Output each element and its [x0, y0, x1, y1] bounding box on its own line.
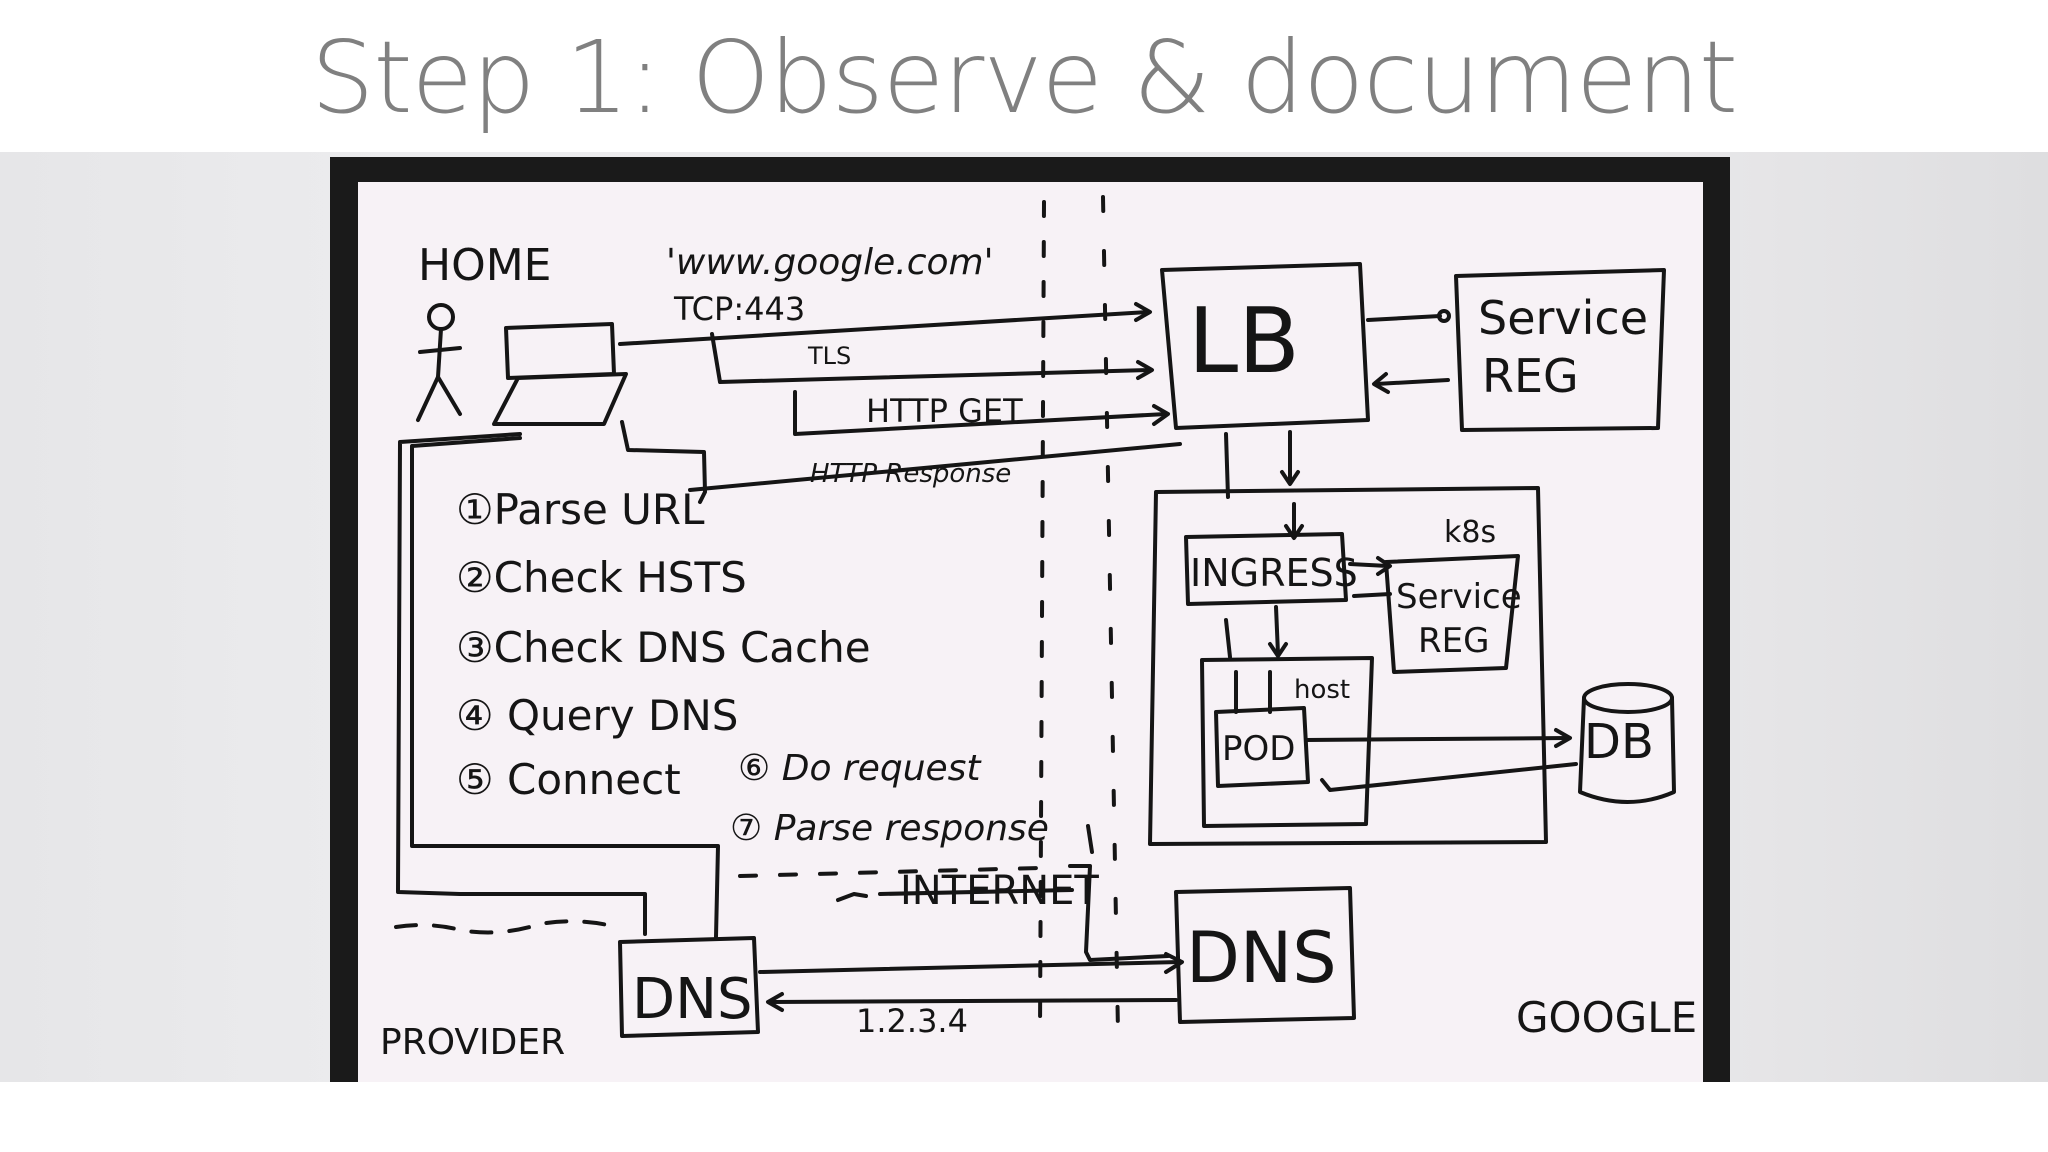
- internet-boundary-1: [1038, 200, 1046, 1034]
- step-5: ⑤ Connect: [456, 755, 681, 804]
- pod-box: [1214, 706, 1310, 788]
- provider-dns-box: [618, 936, 760, 1038]
- url-label: 'www.google.com': [666, 242, 994, 283]
- service-reg-label-2: REG: [1482, 349, 1579, 403]
- k8s-cluster-box: [1148, 486, 1548, 846]
- protocol-label: TCP:443: [673, 290, 805, 328]
- db-cylinder: [1578, 682, 1676, 804]
- step-6: ⑥ Do request: [738, 748, 982, 789]
- host-label: host: [1294, 675, 1350, 705]
- tcp-arrow: [618, 310, 1150, 346]
- http-get-label: HTTP GET: [866, 392, 1023, 430]
- k8s-service-reg-box: [1384, 554, 1520, 674]
- http-get-arrow: [793, 390, 1168, 436]
- service-reg-box: [1454, 268, 1666, 432]
- lb-label: LB: [1188, 289, 1300, 394]
- k8s-service-label-1: Service: [1396, 577, 1522, 617]
- step-7: ⑦ Parse response: [730, 808, 1049, 849]
- board-surface: [358, 182, 1703, 1082]
- step-4: ④ Query DNS: [456, 691, 738, 740]
- tls-label: TLS: [807, 342, 851, 370]
- home-boundary-line: [396, 432, 647, 936]
- http-response-label: HTTP Response: [810, 459, 1011, 489]
- ingress-label: INGRESS: [1190, 551, 1358, 595]
- tls-arrow: [710, 332, 1152, 384]
- k8s-service-label-2: REG: [1418, 621, 1489, 661]
- lb-box: [1160, 262, 1370, 430]
- step-1: ①Parse URL: [456, 485, 705, 534]
- db-label: DB: [1584, 714, 1654, 770]
- user-stick-figure: [416, 303, 462, 422]
- ingress-box: [1184, 532, 1348, 606]
- whiteboard-diagram: HOME 'www.google.com' TCP:443 TLS HTTP G…: [330, 157, 1730, 1082]
- google-label: GOOGLE: [1516, 993, 1697, 1042]
- laptop-icon: [492, 322, 628, 426]
- google-dns-label: DNS: [1186, 917, 1337, 999]
- http-response-arrow: [688, 442, 1182, 492]
- slide-title: Step 1: Observe & document: [310, 19, 1738, 136]
- step-list: ①Parse URL ②Check HSTS ③Check DNS Cache …: [456, 485, 1049, 849]
- provider-label: PROVIDER: [380, 1022, 565, 1063]
- host-box: [1200, 656, 1374, 828]
- step-2: ②Check HSTS: [456, 553, 747, 602]
- step-3: ③Check DNS Cache: [456, 623, 871, 672]
- pod-label: POD: [1222, 729, 1295, 769]
- whiteboard-photo: HOME 'www.google.com' TCP:443 TLS HTTP G…: [0, 152, 2048, 1082]
- service-reg-label-1: Service: [1478, 291, 1648, 345]
- provider-dns-label: DNS: [632, 967, 753, 1032]
- k8s-label: k8s: [1444, 515, 1496, 550]
- ip-label: 1.2.3.4: [856, 1002, 968, 1040]
- internet-label: INTERNET: [900, 868, 1099, 914]
- home-label: HOME: [418, 240, 551, 291]
- google-dns-box: [1174, 886, 1356, 1024]
